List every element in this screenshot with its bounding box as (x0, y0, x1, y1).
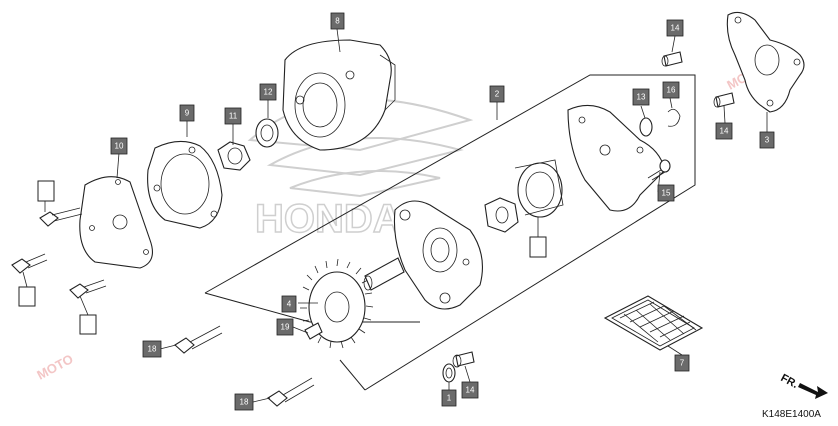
collar-upper (661, 51, 683, 67)
callout-13-label: 13 (637, 93, 646, 102)
part-3-gasket (726, 11, 805, 113)
blank-callout-rotor[interactable] (529, 236, 547, 258)
callout-12[interactable]: 12 (259, 83, 277, 101)
callout-13[interactable]: 13 (632, 88, 650, 106)
callout-1[interactable]: 1 (441, 389, 457, 407)
pump-shaft (363, 257, 405, 291)
callout-3-label: 3 (765, 136, 770, 145)
brand-watermark-text: HONDA (255, 197, 402, 241)
pump-body (393, 200, 483, 310)
callout-19[interactable]: 19 (276, 318, 294, 336)
part-15-bolt (647, 159, 671, 181)
leader-lines (22, 28, 768, 403)
callout-19-label: 19 (281, 323, 290, 332)
cover-bolt-middle (11, 253, 48, 274)
callout-18-lower[interactable]: 18 (234, 393, 254, 411)
part-16-clip (667, 108, 681, 127)
callout-1-label: 1 (447, 394, 452, 403)
callout-18-upper-label: 18 (148, 345, 157, 354)
callout-15[interactable]: 15 (657, 184, 675, 202)
callout-18-lower-label: 18 (240, 398, 249, 407)
part-9-gasket (147, 140, 223, 229)
part-11-nut (217, 141, 251, 171)
honda-wing-watermark: HONDA (247, 98, 474, 242)
front-direction-label: FR. (779, 372, 800, 391)
front-direction-indicator: FR. (779, 372, 828, 399)
blank-callout-bolt-upper[interactable] (37, 180, 55, 202)
callout-8-label: 8 (335, 17, 340, 26)
part-19-dowel-pin (304, 322, 323, 340)
callout-10[interactable]: 10 (110, 137, 128, 155)
callout-11-label: 11 (229, 112, 238, 121)
callout-14-upper[interactable]: 14 (666, 19, 684, 37)
callout-14-right-label: 14 (720, 127, 729, 136)
part-1-oring (442, 363, 456, 383)
collar-bottom (452, 351, 475, 368)
callout-7[interactable]: 7 (674, 354, 690, 372)
inner-rotor (484, 197, 519, 233)
part-18-bolt-upper (174, 325, 223, 354)
cover-bolt-lower (69, 279, 107, 299)
part-13-washer (639, 117, 653, 137)
blank-callout-bolt-middle[interactable] (18, 286, 36, 307)
callout-9-label: 9 (185, 109, 190, 118)
part-10-cover-plate (79, 176, 153, 269)
blank-callout-bolt-lower[interactable] (79, 314, 97, 335)
part-8-housing (282, 39, 396, 151)
callout-14-right[interactable]: 14 (715, 122, 733, 140)
callout-9[interactable]: 9 (179, 104, 195, 122)
collar-right (713, 92, 735, 108)
part-7-oil-strainer (603, 295, 704, 351)
callout-11[interactable]: 11 (224, 107, 242, 125)
callout-14-upper-label: 14 (671, 24, 680, 33)
callout-10-label: 10 (115, 142, 124, 151)
diagram-code: K148E1400A (762, 409, 821, 420)
callout-15-label: 15 (662, 189, 671, 198)
callout-2[interactable]: 2 (489, 85, 505, 103)
callout-14-bottom-label: 14 (466, 386, 475, 395)
arrow-right-icon (798, 383, 828, 399)
part-18-bolt-lower (267, 377, 315, 407)
callout-2-label: 2 (495, 90, 500, 99)
callout-4[interactable]: 4 (281, 295, 297, 313)
site-watermark-text: MOTO (34, 351, 75, 382)
callout-18-upper[interactable]: 18 (142, 340, 162, 358)
pump-cover-plate (567, 104, 666, 212)
part-12-washer (255, 118, 279, 148)
callout-16[interactable]: 16 (662, 81, 680, 99)
cover-bolt-upper (39, 207, 83, 227)
callout-12-label: 12 (264, 88, 273, 97)
callout-3[interactable]: 3 (759, 131, 775, 149)
outer-rotor (514, 159, 564, 218)
callout-16-label: 16 (667, 86, 676, 95)
callout-8[interactable]: 8 (330, 12, 345, 30)
part-4-gear (300, 258, 374, 349)
callout-4-label: 4 (287, 300, 292, 309)
callout-14-bottom[interactable]: 14 (461, 381, 479, 399)
callout-7-label: 7 (680, 359, 685, 368)
